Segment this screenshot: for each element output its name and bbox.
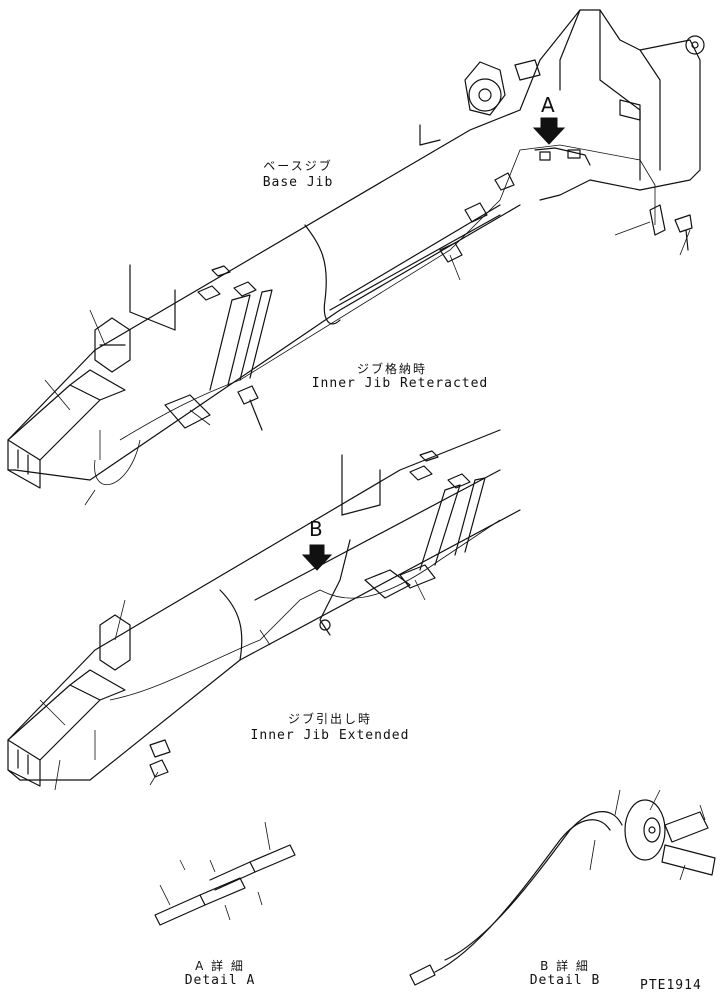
marker-a: A <box>541 93 555 117</box>
retracted-label-jp: ジブ格納時 <box>356 362 427 376</box>
detail-b-drawing <box>409 789 716 986</box>
detail-a-drawing <box>154 821 296 926</box>
retracted-label-en: Inner Jib Reteracted <box>311 376 489 391</box>
arrow-b-icon <box>301 544 333 571</box>
base-jib-label-en: Base Jib <box>262 175 334 190</box>
arrow-a-icon <box>532 117 566 145</box>
detail-b-label-jp: B 詳 細 <box>540 959 590 973</box>
extended-jib-assembly <box>7 429 521 791</box>
detail-a-label-jp: A 詳 細 <box>195 959 245 973</box>
detail-a-label-en: Detail A <box>184 973 256 988</box>
base-jib-assembly <box>7 9 705 506</box>
drawing-code: PTE1914 <box>640 978 702 993</box>
detail-b-label-en: Detail B <box>529 973 601 988</box>
base-jib-label-jp: ベースジブ <box>263 159 333 173</box>
extended-label-en: Inner Jib Extended <box>250 728 410 743</box>
extended-label-jp: ジブ引出し時 <box>287 712 372 726</box>
marker-b: B <box>309 517 323 541</box>
